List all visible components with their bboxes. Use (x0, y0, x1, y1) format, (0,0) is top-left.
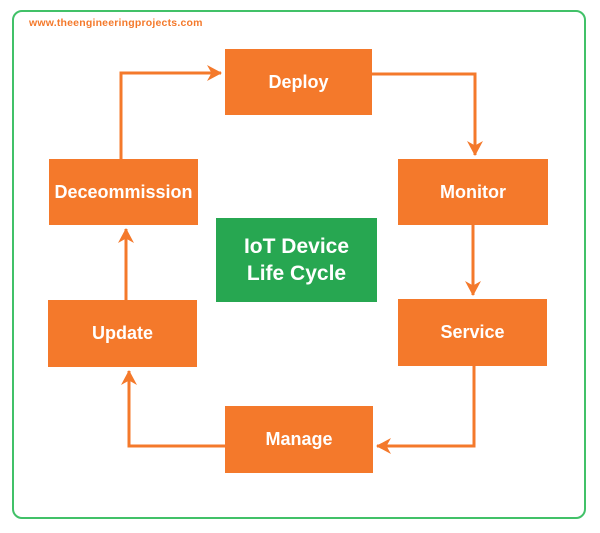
node-manage: Manage (225, 406, 373, 473)
node-service-label: Service (440, 322, 505, 342)
node-manage-label: Manage (265, 429, 333, 449)
node-deploy: Deploy (225, 49, 372, 115)
watermark-url: www.theengineeringprojects.com (29, 17, 203, 29)
diagram-title-box: IoT Device Life Cycle (216, 218, 377, 302)
node-monitor-label: Monitor (440, 181, 506, 202)
diagram-title-line2: Life Cycle (246, 262, 347, 285)
diagram-title-line1: IoT Device (243, 234, 350, 258)
node-decommission: Deceommission (49, 159, 198, 225)
node-service: Service (398, 299, 547, 366)
node-update: Update (48, 300, 197, 367)
rounded-border-frame (12, 10, 586, 519)
node-update-label: Update (91, 323, 153, 343)
node-monitor: Monitor (398, 159, 548, 225)
node-decommission-label: Deceommission (54, 181, 193, 202)
node-deploy-label: Deploy (268, 71, 329, 92)
